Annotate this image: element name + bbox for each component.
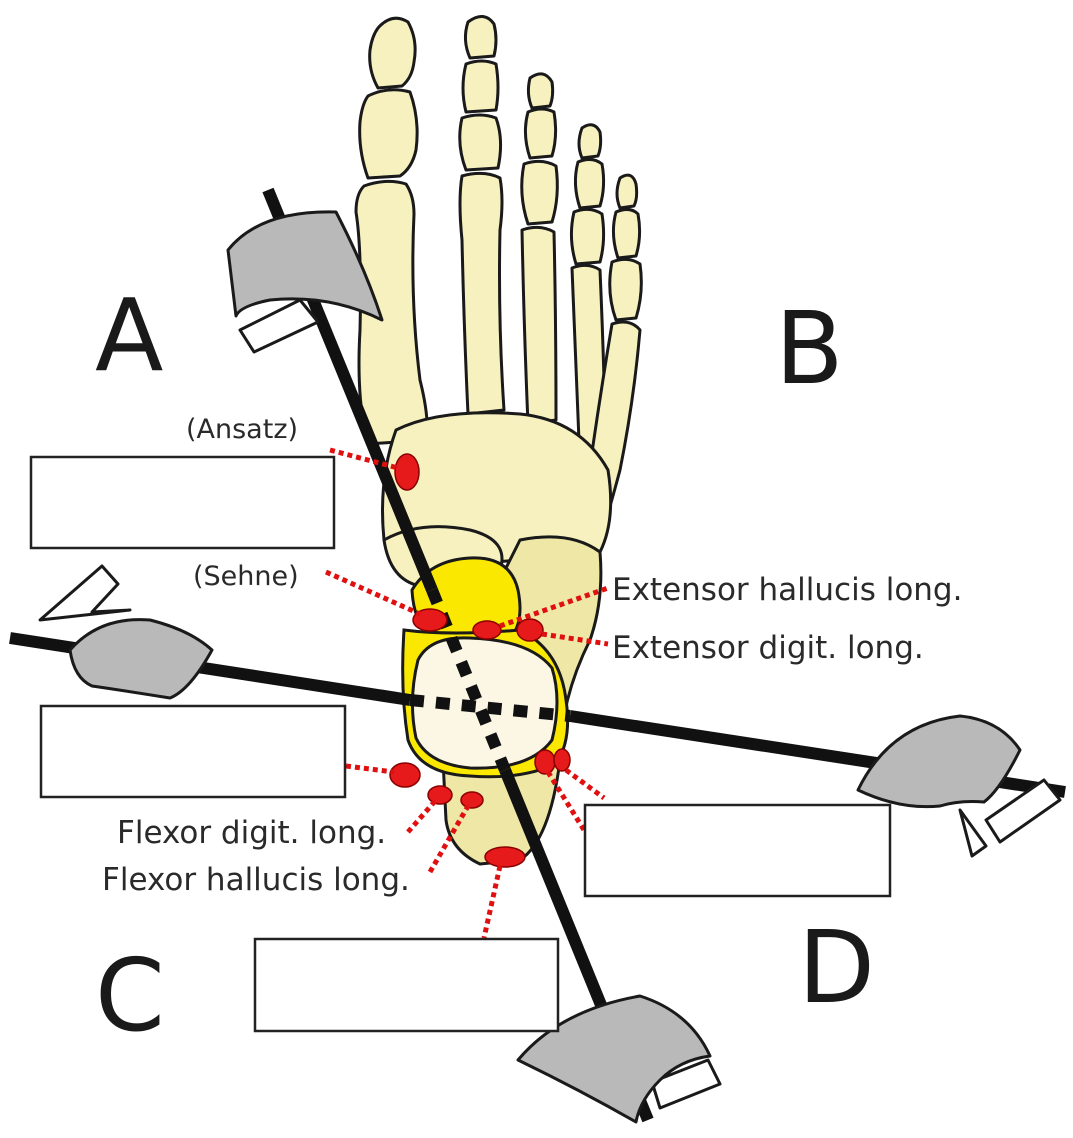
marker-flexor-digit-1 — [390, 763, 420, 787]
label-extensor-hallucis: Extensor hallucis long. — [612, 572, 962, 608]
answer-box-1[interactable] — [31, 457, 334, 548]
quadrant-label-d: D — [798, 909, 875, 1026]
rotation-arrow-left — [40, 566, 212, 698]
marker-extensor-hallucis — [473, 621, 501, 639]
label-ansatz: (Ansatz) — [186, 414, 298, 445]
marker-achilles — [485, 847, 525, 867]
label-extensor-digit: Extensor digit. long. — [612, 630, 924, 666]
answer-box-3[interactable] — [585, 805, 890, 896]
answer-box-4[interactable] — [255, 939, 558, 1031]
label-flexor-hallucis: Flexor hallucis long. — [102, 862, 410, 898]
marker-flexor-hallucis — [461, 792, 483, 808]
marker-peroneus-2 — [554, 749, 570, 771]
marker-extensor-digit — [517, 619, 543, 641]
marker-peroneus-1 — [535, 750, 555, 774]
answer-box-2[interactable] — [41, 706, 345, 797]
label-sehne: (Sehne) — [193, 561, 299, 592]
quadrant-label-c: C — [95, 937, 165, 1054]
quadrant-label-a: A — [95, 277, 163, 394]
quadrant-label-b: B — [775, 290, 844, 407]
marker-ansatz — [395, 454, 419, 490]
label-flexor-digit: Flexor digit. long. — [117, 815, 386, 851]
